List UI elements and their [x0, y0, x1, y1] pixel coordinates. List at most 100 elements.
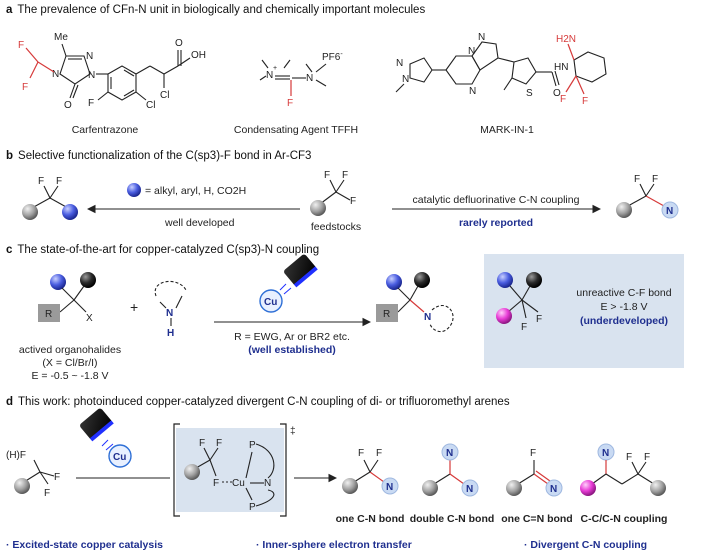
aryl-sphere: [14, 478, 30, 494]
mark-thiophene-s: S: [526, 88, 533, 99]
section-a-letter: a: [6, 4, 13, 16]
b-legend: = alkyl, aryl, H, CO2H: [145, 185, 246, 197]
d-product-4: N F F: [580, 443, 666, 496]
b-left-product: F F: [22, 176, 78, 220]
b-right-product: F F N: [616, 174, 679, 219]
d-highlight-1: · Excited-state copper catalysis: [6, 539, 163, 551]
mark-pyrazole-n2: N: [396, 58, 403, 69]
nitrogen-circle: [661, 201, 679, 219]
c-r-label: R: [45, 309, 52, 320]
tffh-pf6-charge: -: [340, 51, 343, 58]
mark-pyrazole-n1: N: [402, 74, 409, 85]
mark-f2: F: [582, 96, 588, 107]
d-p2-n1: N: [446, 448, 453, 459]
b-right-f2: F: [652, 174, 658, 185]
carfentrazone-aryl-f: F: [88, 98, 94, 109]
mark-f1: F: [560, 94, 566, 105]
c-challenge-box: [484, 254, 684, 368]
d-highlight-3: · Divergent C-N coupling: [524, 539, 647, 551]
c-amine-h: H: [167, 328, 174, 339]
d-product-4-label: C-C/C-N coupling: [581, 513, 668, 525]
c-box-f2: F: [521, 322, 527, 333]
section-b-title: Selective functionalization of the C(sp3…: [18, 150, 311, 162]
nitrogen-circle: [461, 479, 479, 497]
c-box-f1: F: [536, 314, 542, 325]
d-p4-n: N: [602, 448, 609, 459]
d-product-1-label: one C-N bond: [336, 513, 405, 525]
tffh-pf6: PF6: [322, 52, 341, 63]
d-highlight-2: · Inner-sphere electron transfer: [256, 539, 412, 551]
r-group-box: [38, 304, 60, 322]
d-ts-f2: F: [216, 438, 222, 449]
cu-catalyst-icon: [108, 444, 132, 468]
tffh-structure: N + N F PF6-: [259, 51, 343, 109]
light-lamp-icon: [80, 408, 112, 440]
magenta-sphere: [580, 480, 596, 496]
b-left-f1: F: [38, 176, 44, 187]
substituent-sphere: [50, 274, 66, 290]
carfentrazone-methyl: Me: [54, 32, 68, 43]
substituent-sphere: [386, 274, 402, 290]
r-group-box: [376, 304, 398, 322]
tffh-n-right: N: [306, 73, 313, 84]
d-p4-f2: F: [644, 452, 650, 463]
section-a: a The prevalence of CFn-N unit in biologi…: [6, 4, 607, 136]
aryl-sphere: [616, 202, 632, 218]
c-established: (well established): [248, 344, 336, 356]
substituent-sphere: [497, 272, 513, 288]
carfentrazone-oh: OH: [191, 50, 206, 61]
carfentrazone-n2: N: [86, 51, 93, 62]
nitrogen-circle: [381, 477, 399, 495]
carfentrazone-label: Carfentrazone: [72, 124, 139, 136]
tffh-charge-plus: +: [273, 65, 277, 72]
d-p4-f1: F: [626, 452, 632, 463]
d-ts-p1: P: [249, 440, 256, 451]
c-amine: N H: [154, 280, 187, 339]
section-b-letter: b: [6, 150, 13, 162]
d-product-2: N N: [422, 443, 479, 497]
mark-core-n-bridge: N: [468, 46, 475, 57]
c-photocatalyst: Cu: [259, 254, 318, 313]
c-box-cf3: F F: [496, 272, 542, 333]
b-center-cf3: F F F: [310, 170, 356, 216]
mark-core-n-top: N: [478, 32, 485, 43]
substituent-sphere-dark: [414, 272, 430, 288]
aryl-sphere: [184, 464, 200, 480]
section-a-title: The prevalence of CFn-N unit in biologic…: [17, 4, 425, 16]
magenta-sphere: [496, 308, 512, 324]
d-ts-f3: F: [213, 478, 219, 489]
section-d-title: This work: photoinduced copper-catalyzed…: [18, 396, 510, 408]
b-left-note: well developed: [164, 217, 235, 229]
d-p3-f: F: [530, 448, 536, 459]
d-ts-cu: Cu: [232, 478, 245, 489]
d-ts-n: N: [264, 478, 271, 489]
c-cu-label: Cu: [264, 297, 277, 308]
c-product-r: R: [383, 309, 390, 320]
cu-catalyst-icon: [259, 289, 283, 313]
d-cu-label: Cu: [113, 452, 126, 463]
carfentrazone-carbonyl-o: O: [175, 38, 183, 49]
c-amine-n: N: [166, 308, 173, 319]
tffh-fluorine: F: [287, 98, 293, 109]
d-ts-f1: F: [199, 438, 205, 449]
aryl-sphere: [650, 480, 666, 496]
svg-text:PF6-: PF6-: [322, 51, 343, 63]
b-right-note: rarely reported: [459, 217, 533, 229]
section-b: b Selective functionalization of the C(sp…: [6, 150, 679, 233]
c-box-status: (underdeveloped): [580, 315, 668, 327]
d-p2-n2: N: [466, 484, 473, 495]
b-arrow-label: catalytic defluorinative C-N coupling: [413, 194, 580, 206]
aryl-sphere: [506, 480, 522, 496]
c-substrate: R X: [38, 272, 96, 324]
d-p1-f2: F: [376, 448, 382, 459]
b-center-f2: F: [342, 170, 348, 181]
mark-amine: H2N: [556, 34, 576, 45]
d-substrate-f3: F: [44, 488, 50, 499]
mark-amide-nh: HN: [554, 62, 568, 73]
section-c-letter: c: [6, 244, 13, 256]
b-center-f1: F: [324, 170, 330, 181]
